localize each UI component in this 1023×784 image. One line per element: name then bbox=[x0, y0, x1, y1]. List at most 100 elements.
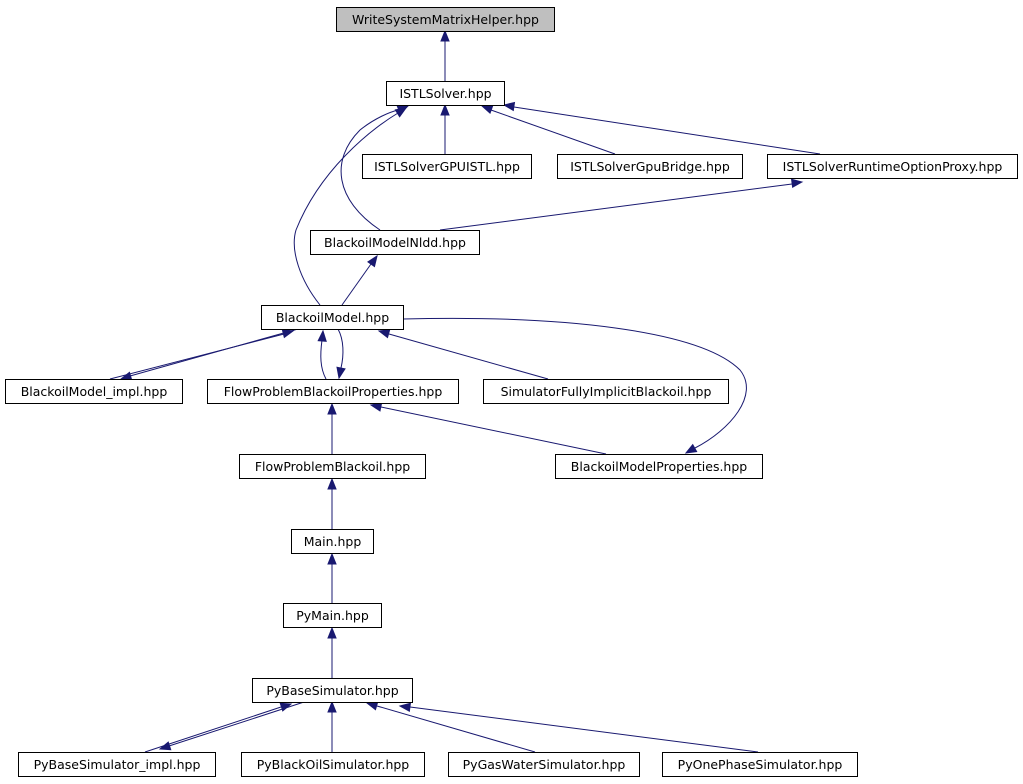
edge-line bbox=[337, 328, 344, 369]
node-box[interactable] bbox=[767, 154, 1018, 179]
edge-arrowhead bbox=[377, 329, 391, 339]
node-label: BlackoilModelProperties.hpp bbox=[571, 459, 747, 474]
edge-arrowhead bbox=[327, 626, 337, 639]
node-box[interactable] bbox=[252, 678, 413, 703]
node-label: ISTLSolverRuntimeOptionProxy.hpp bbox=[783, 159, 1003, 174]
edge-arrowhead bbox=[317, 329, 327, 342]
node-box[interactable] bbox=[283, 603, 382, 628]
edge-line bbox=[341, 263, 372, 306]
edge-line bbox=[109, 333, 285, 380]
node-fpb[interactable]: FlowProblemBlackoil.hpp bbox=[239, 454, 426, 479]
node-box[interactable] bbox=[310, 230, 480, 255]
edge-line bbox=[439, 183, 793, 231]
edge-main-to-fpb bbox=[327, 477, 337, 529]
node-box[interactable] bbox=[362, 154, 532, 179]
edge-arrowhead bbox=[369, 402, 383, 412]
node-pymain[interactable]: PyMain.hpp bbox=[283, 603, 382, 628]
node-box[interactable] bbox=[261, 305, 404, 330]
node-box[interactable] bbox=[662, 752, 858, 777]
node-runtime[interactable]: ISTLSolverRuntimeOptionProxy.hpp bbox=[767, 154, 1018, 179]
edge-bm-to-bmimpl bbox=[119, 328, 299, 381]
edges-layer bbox=[109, 29, 821, 753]
node-label: ISTLSolverGPUISTL.hpp bbox=[374, 159, 520, 174]
node-fpbp[interactable]: FlowProblemBlackoilProperties.hpp bbox=[207, 379, 459, 404]
edge-arrowhead bbox=[394, 107, 408, 118]
edge-arrowhead bbox=[684, 443, 698, 454]
node-label: PyBaseSimulator_impl.hpp bbox=[34, 757, 201, 772]
edge-arrowhead bbox=[158, 741, 172, 751]
node-main[interactable]: Main.hpp bbox=[291, 529, 374, 554]
node-box[interactable] bbox=[448, 752, 640, 777]
node-label: BlackoilModelNldd.hpp bbox=[324, 235, 466, 250]
node-gpuistl[interactable]: ISTLSolverGPUISTL.hpp bbox=[362, 154, 532, 179]
node-box[interactable] bbox=[336, 7, 555, 32]
node-box[interactable] bbox=[5, 379, 183, 404]
node-label: WriteSystemMatrixHelper.hpp bbox=[352, 12, 539, 27]
edge-line bbox=[168, 701, 305, 747]
edge-arrowhead bbox=[398, 702, 412, 713]
node-box[interactable] bbox=[386, 81, 505, 106]
edge-pygaswater-to-pybase bbox=[365, 701, 536, 753]
node-bmp[interactable]: BlackoilModelProperties.hpp bbox=[555, 454, 763, 479]
node-wsmh[interactable]: WriteSystemMatrixHelper.hpp bbox=[336, 7, 555, 32]
edge-gpuistl-to-istl bbox=[440, 103, 450, 154]
node-box[interactable] bbox=[241, 752, 425, 777]
node-pybase[interactable]: PyBaseSimulator.hpp bbox=[252, 678, 413, 703]
node-label: BlackoilModel.hpp bbox=[276, 310, 389, 325]
node-pybaseimpl[interactable]: PyBaseSimulator_impl.hpp bbox=[18, 752, 216, 777]
node-pyblackoil[interactable]: PyBlackOilSimulator.hpp bbox=[241, 752, 425, 777]
node-box[interactable] bbox=[291, 529, 374, 554]
node-box[interactable] bbox=[207, 379, 459, 404]
node-box[interactable] bbox=[483, 379, 729, 404]
edge-line bbox=[293, 112, 399, 306]
edge-bm-to-fpbp bbox=[336, 328, 346, 380]
edge-bm-to-nldd bbox=[341, 254, 378, 306]
edge-arrowhead bbox=[327, 700, 337, 713]
node-bm[interactable]: BlackoilModel.hpp bbox=[261, 305, 404, 330]
edge-pyblackoil-to-pybase bbox=[327, 700, 337, 752]
node-label: ISTLSolverGpuBridge.hpp bbox=[570, 159, 730, 174]
edge-bm-to-bmp bbox=[402, 317, 747, 454]
edge-runtime-to-istl bbox=[502, 101, 821, 155]
node-sfib[interactable]: SimulatorFullyImplicitBlackoil.hpp bbox=[483, 379, 729, 404]
node-label: FlowProblemBlackoil.hpp bbox=[255, 459, 410, 474]
edge-bm-to-istl bbox=[293, 107, 408, 306]
node-label: PyMain.hpp bbox=[296, 608, 369, 623]
edge-line bbox=[380, 406, 607, 455]
edge-arrowhead bbox=[440, 103, 450, 116]
edge-arrowhead bbox=[327, 402, 337, 415]
node-nldd[interactable]: BlackoilModelNldd.hpp bbox=[310, 230, 480, 255]
node-pyonephase[interactable]: PyOnePhaseSimulator.hpp bbox=[662, 752, 858, 777]
edge-arrowhead bbox=[327, 477, 337, 490]
edge-pybase-to-pybaseimpl bbox=[158, 701, 305, 751]
node-box[interactable] bbox=[555, 454, 763, 479]
edge-fpb-to-fpbp bbox=[327, 402, 337, 454]
node-label: ISTLSolver.hpp bbox=[399, 86, 491, 101]
edge-line bbox=[513, 106, 821, 155]
edge-arrowhead bbox=[502, 101, 516, 112]
node-gpubridge[interactable]: ISTLSolverGpuBridge.hpp bbox=[557, 154, 743, 179]
edge-line bbox=[409, 706, 759, 753]
node-label: FlowProblemBlackoilProperties.hpp bbox=[224, 384, 443, 399]
node-label: BlackoilModel_impl.hpp bbox=[21, 384, 168, 399]
edge-arrowhead bbox=[440, 29, 450, 42]
node-label: Main.hpp bbox=[304, 534, 362, 549]
edge-line bbox=[388, 333, 549, 380]
node-bmimpl[interactable]: BlackoilModel_impl.hpp bbox=[5, 379, 183, 404]
node-label: SimulatorFullyImplicitBlackoil.hpp bbox=[501, 384, 712, 399]
node-label: PyOnePhaseSimulator.hpp bbox=[678, 757, 843, 772]
node-box[interactable] bbox=[18, 752, 216, 777]
node-label: PyGasWaterSimulator.hpp bbox=[463, 757, 626, 772]
edge-arrowhead bbox=[336, 366, 346, 380]
node-box[interactable] bbox=[557, 154, 743, 179]
edge-line bbox=[320, 339, 327, 380]
edge-gpubridge-to-istl bbox=[480, 105, 616, 155]
node-istl[interactable]: ISTLSolver.hpp bbox=[386, 81, 505, 106]
node-box[interactable] bbox=[239, 454, 426, 479]
node-pygaswater[interactable]: PyGasWaterSimulator.hpp bbox=[448, 752, 640, 777]
nodes-layer: WriteSystemMatrixHelper.hppISTLSolver.hp… bbox=[5, 7, 1018, 777]
edge-arrowhead bbox=[480, 105, 494, 115]
edge-pyonephase-to-pybase bbox=[398, 702, 759, 753]
edge-line bbox=[376, 705, 536, 753]
edge-line bbox=[340, 109, 399, 231]
